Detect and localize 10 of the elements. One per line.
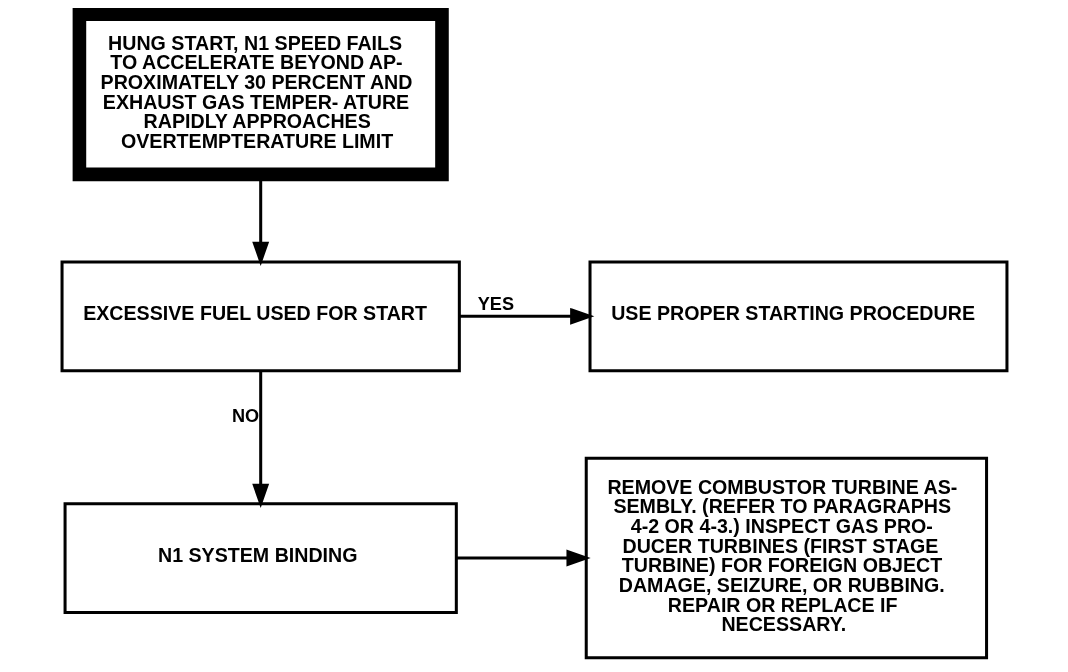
arrow xyxy=(458,307,594,325)
node-box: EXCESSIVE FUEL USED FOR START xyxy=(60,260,461,373)
edge-label: YES xyxy=(477,293,514,314)
node-box: REMOVE COMBUSTOR TURBINE AS- SEMBLY. (REFER TO PARAGRAPHS 4-2 OR 4-3.) INSPECT GAS PRO- DUCER TURBINES (FIRST STAGE TURBINE) FOR FOREIGN OBJECT DAMAGE, SEIZURE, OR RUBBING. REPAIR OR REPLACE IF NECESSARY. xyxy=(584,456,988,660)
node-box: HUNG START, N1 SPEED FAILS TO ACCELERATE BEYOND AP- PROXIMATELY 30 PERCENT AND EXHAUST GAS TEMPER- ATURE RAPIDLY APPROACHES OVERTEMPTERATURE LIMIT xyxy=(72,8,449,182)
node-box: USE PROPER STARTING PROCEDURE xyxy=(588,260,1008,373)
arrow xyxy=(251,371,269,508)
edge-label: NO xyxy=(231,405,259,426)
arrow xyxy=(455,549,591,567)
node-box: N1 SYSTEM BINDING xyxy=(63,502,458,614)
